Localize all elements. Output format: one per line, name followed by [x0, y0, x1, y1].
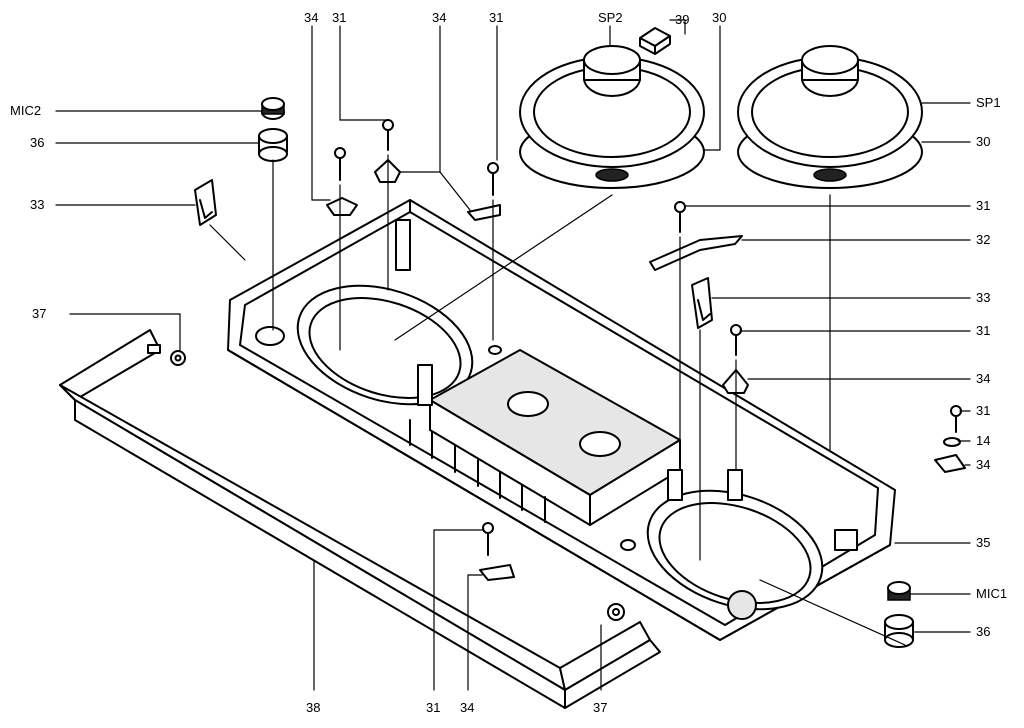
washers	[147, 344, 961, 621]
cabinet-housing	[227, 199, 896, 641]
mic1-assembly	[884, 581, 914, 648]
mic1-hole	[727, 590, 757, 620]
label-38: 38	[306, 700, 320, 715]
callout-labels: 34 31 34 31 SP2 39 30 MIC2 36 33 37 SP1 …	[10, 10, 1007, 715]
label-31: 31	[426, 700, 440, 715]
boss-post	[395, 219, 411, 271]
label-31: 31	[332, 10, 346, 25]
label-31: 31	[976, 403, 990, 418]
label-33: 33	[30, 197, 44, 212]
clip-33-right	[691, 277, 713, 329]
label-36: 36	[976, 624, 990, 639]
mic2-assembly	[258, 97, 288, 162]
label-30: 30	[976, 134, 990, 149]
label-37: 37	[593, 700, 607, 715]
clip-33-left	[194, 179, 217, 226]
label-34: 34	[432, 10, 446, 25]
carry-handle	[59, 329, 661, 709]
label-37: 37	[32, 306, 46, 321]
label-31: 31	[976, 198, 990, 213]
spring-32	[649, 235, 743, 271]
screws-31	[334, 119, 962, 556]
label-sp1: SP1	[976, 95, 1001, 110]
label-mic2: MIC2	[10, 103, 41, 118]
label-35: 35	[976, 535, 990, 550]
label-36: 36	[30, 135, 44, 150]
label-31: 31	[489, 10, 503, 25]
label-32: 32	[976, 232, 990, 247]
leader-lines	[55, 19, 971, 691]
label-39: 39	[675, 12, 689, 27]
label-14: 14	[976, 433, 990, 448]
label-34: 34	[976, 457, 990, 472]
right-speaker-cavity	[646, 489, 824, 611]
label-34: 34	[460, 700, 474, 715]
speaker-sp1	[737, 45, 923, 189]
label-34: 34	[976, 371, 990, 386]
label-34: 34	[304, 10, 318, 25]
label-30: 30	[712, 10, 726, 25]
label-31: 31	[976, 323, 990, 338]
speaker-sp2	[519, 45, 705, 189]
brackets-34	[326, 159, 966, 581]
label-sp2: SP2	[598, 10, 623, 25]
label-33: 33	[976, 290, 990, 305]
label-mic1: MIC1	[976, 586, 1007, 601]
